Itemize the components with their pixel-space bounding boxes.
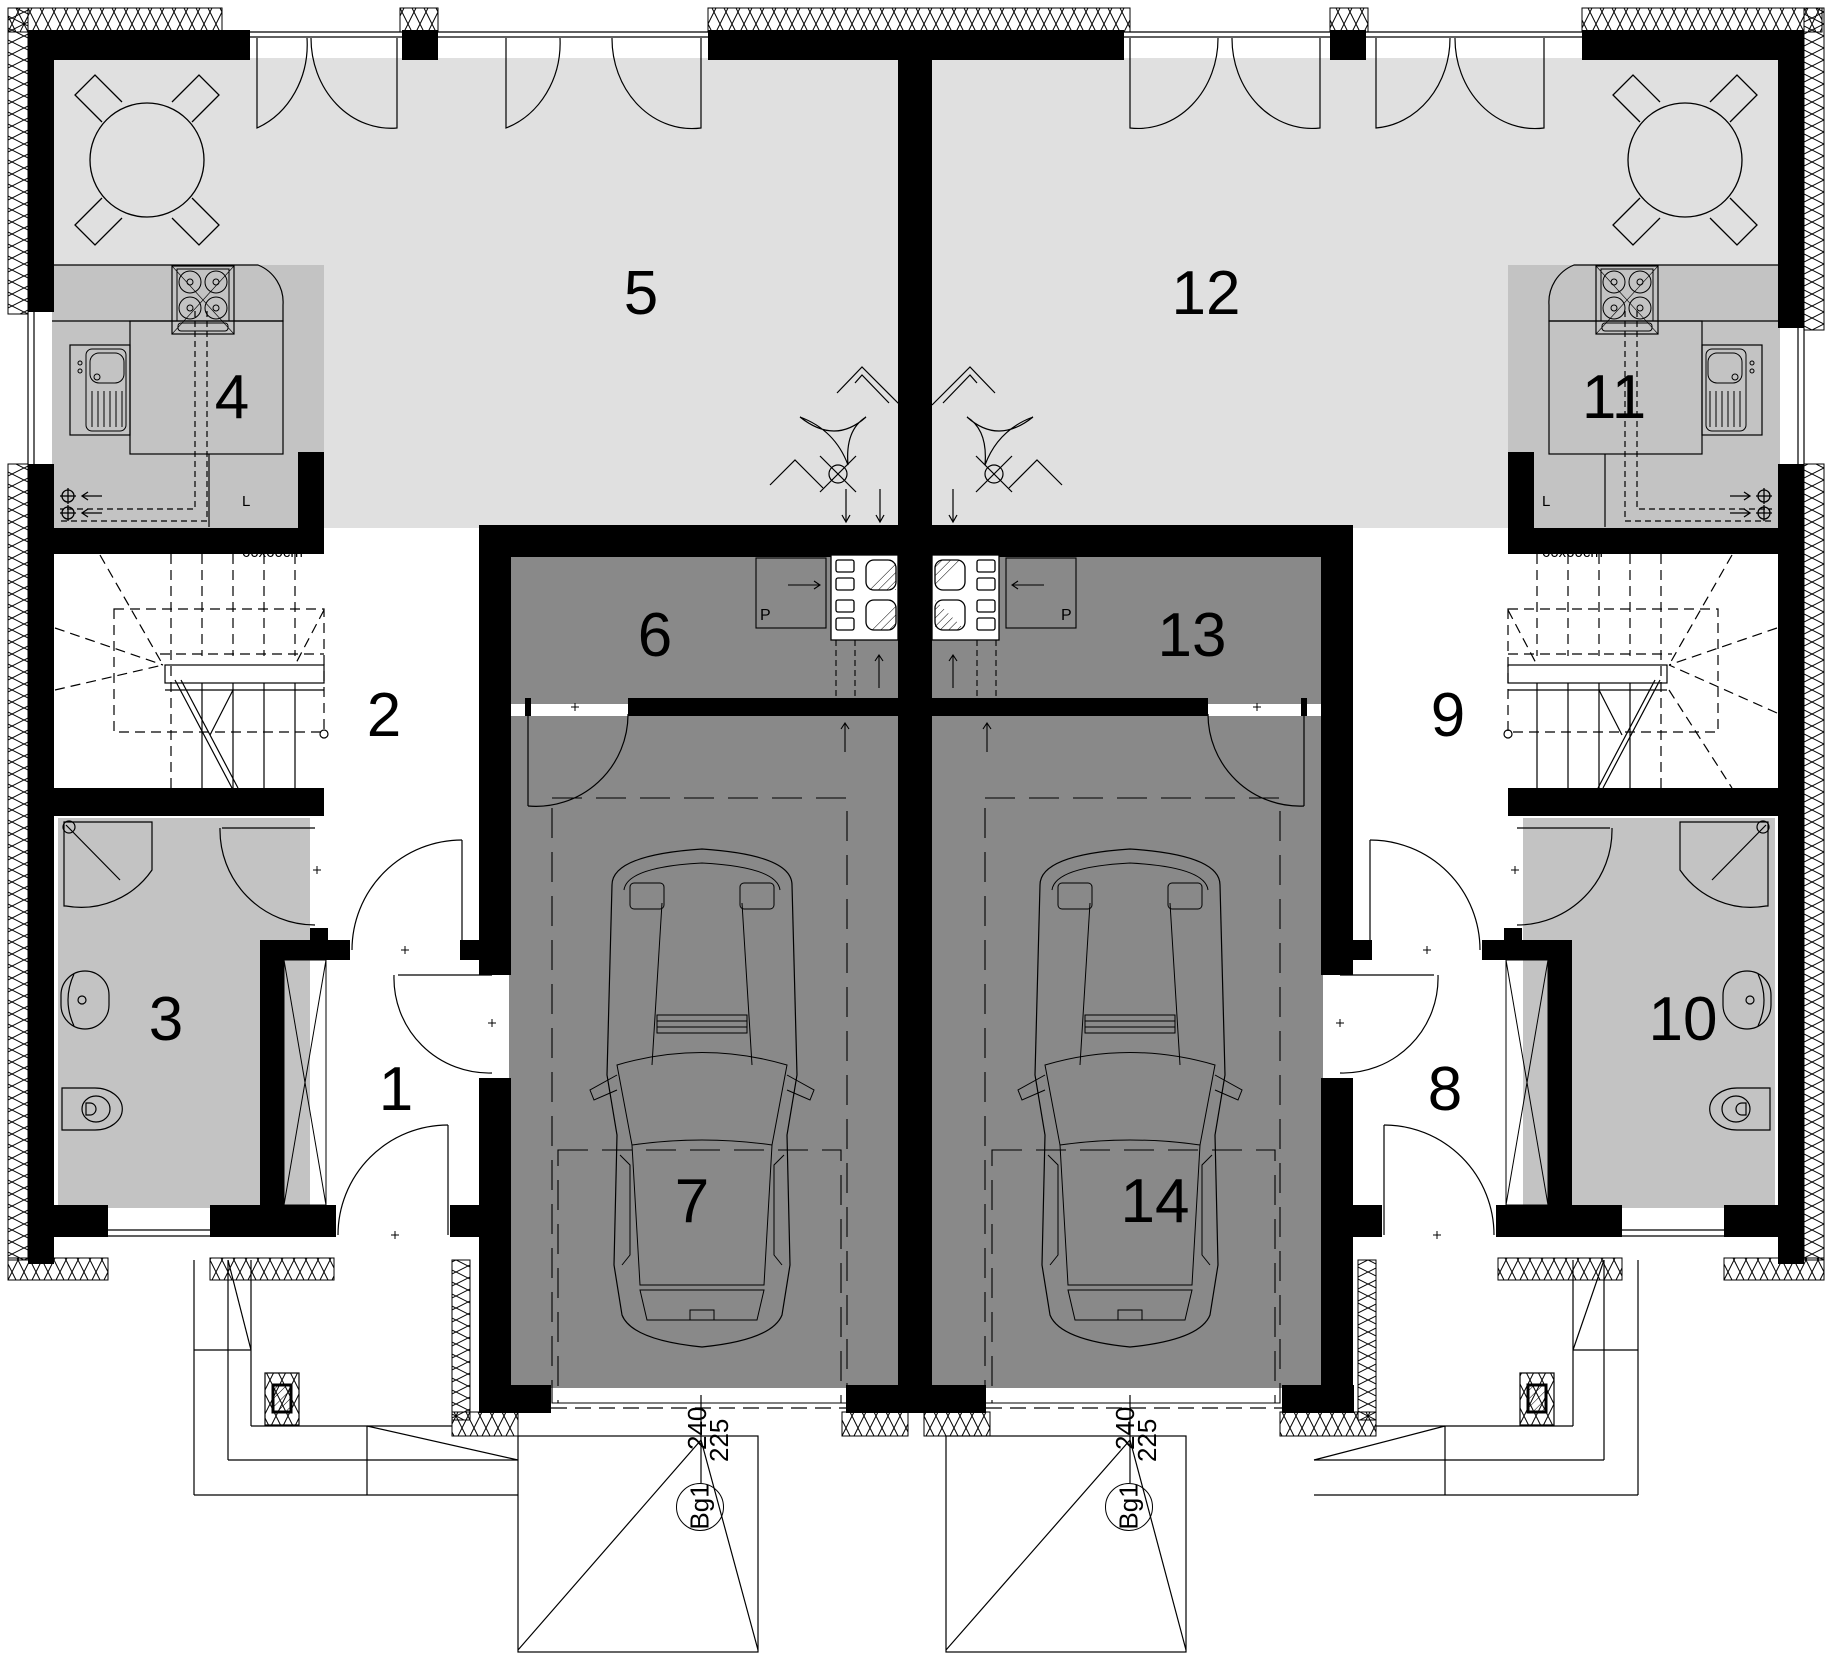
garage-door-tag-circle-right: [1105, 1483, 1153, 1531]
porch-right: [1313, 1259, 1639, 1496]
garage-door-type-right: Bg1: [1113, 1483, 1144, 1530]
room-label-11: 11: [1581, 363, 1647, 432]
walls: [28, 30, 1804, 1413]
garage-floor-right: [930, 716, 1323, 1388]
ventilation-symbols: [769, 366, 1063, 524]
staircase-left: [54, 554, 329, 789]
boiler-label-left: P: [760, 607, 771, 624]
washbasin-left-icon: [60, 970, 110, 1030]
kitchen-floor-right: [1508, 265, 1780, 529]
insulation: [7, 7, 1825, 1437]
garage-bays: [551, 797, 1281, 1404]
appliance-type-left: L: [242, 492, 251, 510]
driveway: [517, 1395, 1282, 1653]
gas-valves: [60, 488, 1772, 521]
room-label-9: 9: [1430, 681, 1466, 750]
room-label-8: 8: [1427, 1055, 1463, 1124]
shower-left-icon: [62, 820, 153, 908]
room-label-4: 4: [214, 363, 250, 432]
room-label-14: 14: [1120, 1167, 1190, 1236]
boiler-label-right: P: [1061, 607, 1072, 624]
gas-pipes: [60, 311, 1772, 522]
appliance-size-left: 60x60cm: [242, 544, 303, 562]
garage-door-height-left-bottom: 225: [704, 1418, 734, 1462]
room-label-13: 13: [1157, 601, 1227, 670]
wardrobes: [283, 959, 1549, 1206]
toilet-left-icon: [61, 1087, 123, 1131]
garage-door-height-right-bottom: 225: [1132, 1418, 1162, 1462]
appliance-label-left: L 60x60cm: [242, 458, 303, 579]
appliance-type-right: L: [1542, 492, 1551, 510]
room-label-7: 7: [674, 1167, 710, 1236]
porch-columns: [264, 1372, 1555, 1426]
room-label-12: 12: [1171, 259, 1241, 328]
kitchen-floor-left: [52, 265, 324, 529]
terrace-doors: [250, 31, 1582, 130]
room-label-5: 5: [623, 259, 659, 328]
garage-door-type-left: Bg1: [684, 1483, 715, 1530]
washbasin-right-icon: [1722, 970, 1772, 1030]
appliance-label-right: L 60x60cm: [1542, 458, 1603, 579]
room-label-1: 1: [378, 1055, 414, 1124]
shower-right-icon: [1679, 820, 1770, 908]
toilet-right-icon: [1709, 1087, 1771, 1131]
garage-floor-left: [509, 716, 902, 1388]
staircase-right: [1503, 554, 1778, 789]
chimney-block: [830, 554, 1000, 641]
boiler-units: [755, 557, 1077, 752]
porch-left: [193, 1259, 519, 1496]
room-label-10: 10: [1648, 985, 1718, 1054]
markers: [313, 703, 1519, 1239]
side-windows: [27, 312, 1805, 1237]
interior-doors: [219, 713, 1613, 1236]
garage-door-tag-circle-left: [676, 1483, 724, 1531]
room-label-6: 6: [637, 601, 673, 670]
room-label-2: 2: [366, 681, 402, 750]
room-label-3: 3: [148, 985, 184, 1054]
appliance-size-right: 60x60cm: [1542, 544, 1603, 562]
